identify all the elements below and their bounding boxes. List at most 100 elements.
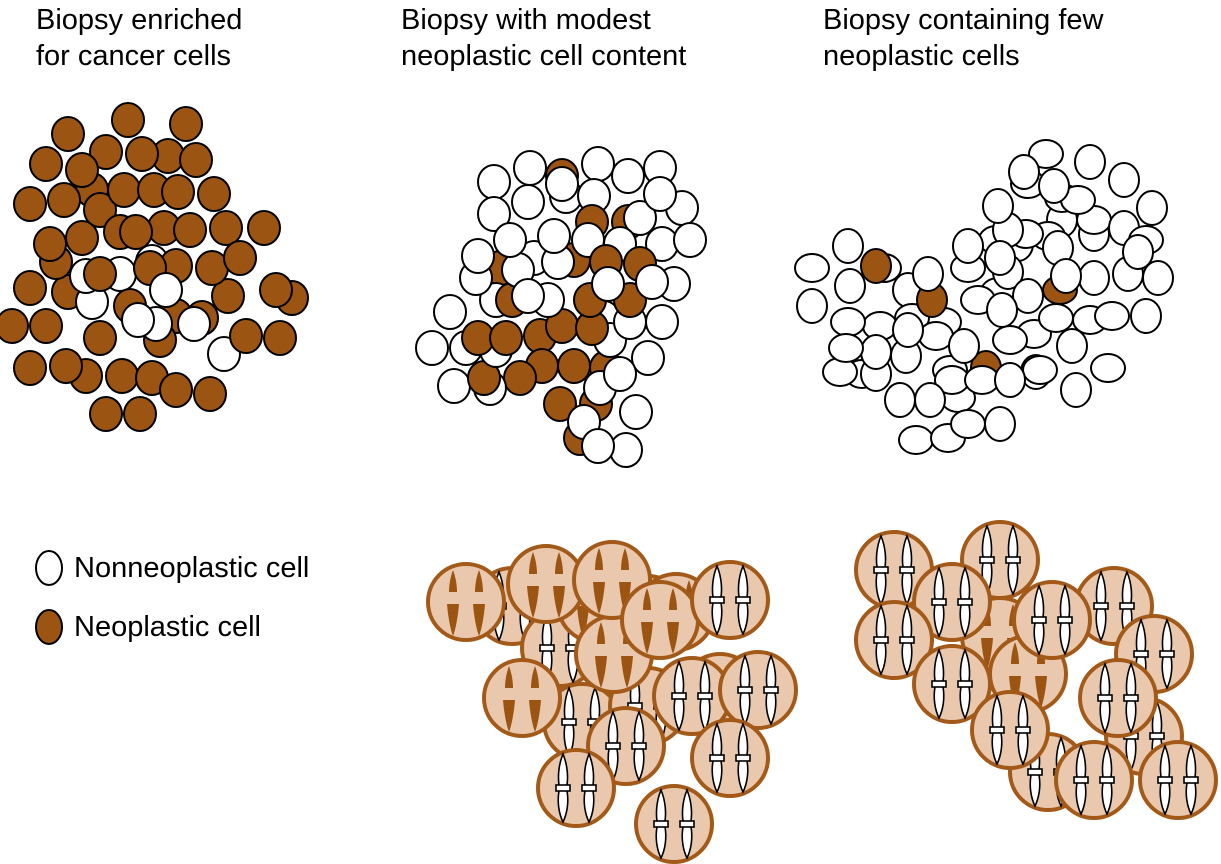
centromere-icon xyxy=(709,754,725,762)
nonneoplastic-cell xyxy=(984,406,1016,442)
neoplastic-cell xyxy=(29,146,63,182)
neoplastic-cell xyxy=(197,176,231,212)
nonneoplastic-cell xyxy=(461,238,495,274)
mitotic-cell-normal xyxy=(970,690,1050,770)
centromere-icon xyxy=(1183,776,1199,784)
neoplastic-cell xyxy=(503,360,537,396)
cluster-panel-2 xyxy=(415,146,707,468)
panel-title-line: neoplastic cell content xyxy=(401,40,687,72)
neoplastic-cell xyxy=(29,308,63,344)
centromere-icon xyxy=(1027,768,1043,776)
chromatid-top-icon xyxy=(529,552,537,574)
nonneoplastic-cell xyxy=(834,268,866,304)
chromatid-top-icon xyxy=(643,588,651,610)
nonneoplastic-cell xyxy=(1074,144,1106,180)
top-cell-clusters xyxy=(0,102,1174,468)
nonneoplastic-cell xyxy=(984,240,1016,276)
mitotic-cell-normal xyxy=(854,600,934,680)
nonneoplastic-cell xyxy=(1008,154,1040,190)
nonneoplastic-cell xyxy=(828,333,864,363)
chromatid-bottom-icon xyxy=(473,604,485,636)
cell-body xyxy=(426,562,506,642)
centromere-icon xyxy=(899,566,915,574)
chromatid-top-icon xyxy=(595,548,603,570)
nonneoplastic-cell xyxy=(794,253,830,283)
cell-body xyxy=(718,650,798,730)
nonneoplastic-cell xyxy=(673,222,707,258)
centromere-icon xyxy=(737,686,753,694)
centromere-icon xyxy=(697,692,713,700)
neoplastic-cell xyxy=(543,386,577,422)
mitotic-cluster-2 xyxy=(854,520,1218,820)
neoplastic-cell xyxy=(161,174,195,210)
neoplastic-cell xyxy=(247,210,281,246)
neoplastic-cell xyxy=(119,214,153,250)
panel-title-line: Biopsy enriched xyxy=(36,4,243,36)
neoplastic-cell xyxy=(13,270,47,306)
neoplastic-cell xyxy=(83,320,117,356)
centromere-icon xyxy=(735,596,751,604)
nonneoplastic-cell xyxy=(581,428,615,464)
chromatid-bottom-icon xyxy=(447,604,459,636)
chromatid-bottom-icon xyxy=(1035,676,1047,708)
nonneoplastic-cell xyxy=(437,368,471,404)
neoplastic-cell xyxy=(193,376,227,412)
chromatid-bottom-icon xyxy=(621,656,633,688)
centromere-icon xyxy=(555,784,571,792)
chromatid-bottom-icon xyxy=(593,582,605,614)
nonneoplastic-cell xyxy=(918,321,954,351)
nonneoplastic-cell xyxy=(603,356,637,392)
nonneoplastic-cell xyxy=(635,264,669,300)
chromatid-bottom-icon xyxy=(595,656,607,688)
chromatid-top-icon xyxy=(449,570,457,592)
neoplastic-cell xyxy=(179,142,213,178)
nonneoplastic-cell xyxy=(415,330,449,366)
centromere-icon xyxy=(957,680,973,688)
panel-title-few: Biopsy containing few neoplastic cells xyxy=(823,2,1104,74)
nonneoplastic-cell xyxy=(591,266,625,302)
centromere-icon xyxy=(1099,776,1115,784)
mitotic-cell-normal xyxy=(1138,740,1218,820)
panel-title-line: neoplastic cells xyxy=(823,40,1020,72)
centromere-icon xyxy=(631,742,647,750)
centromere-icon xyxy=(735,754,751,762)
nonneoplastic-cell xyxy=(1130,298,1162,334)
neoplastic-cell xyxy=(107,172,141,208)
centromere-icon xyxy=(1031,616,1047,624)
neoplastic-cell xyxy=(105,358,139,394)
nonneoplastic-cell xyxy=(948,328,980,364)
nonneoplastic-cell xyxy=(1060,372,1092,408)
cell-body xyxy=(912,644,992,724)
centromere-icon xyxy=(671,692,687,700)
neoplastic-cell xyxy=(173,212,207,248)
nonneoplastic-cell xyxy=(994,362,1026,398)
mitotic-cluster-1 xyxy=(426,540,798,864)
cluster-panel-1 xyxy=(0,102,309,432)
panel-title-enriched: Biopsy enriched for cancer cells xyxy=(36,2,242,74)
cell-body xyxy=(536,748,616,828)
mitotic-cell-normal xyxy=(536,748,616,828)
neoplastic-cell xyxy=(209,210,243,246)
centromere-icon xyxy=(979,556,995,564)
neoplastic-cell xyxy=(89,396,123,432)
nonneoplastic-cell xyxy=(545,166,579,202)
nonneoplastic-cell xyxy=(950,409,986,439)
cell-body xyxy=(912,562,992,642)
mitotic-cell-clusters xyxy=(426,520,1218,864)
centromere-icon xyxy=(1119,602,1135,610)
centromere-icon xyxy=(1057,616,1073,624)
panel-title-modest: Biopsy with modest neoplastic cell conte… xyxy=(401,2,686,74)
centromere-icon xyxy=(1133,650,1149,658)
chromatid-bottom-icon xyxy=(577,606,589,638)
neoplastic-cell xyxy=(229,318,263,354)
nonneoplastic-cell xyxy=(1122,234,1154,270)
nonneoplastic-cell xyxy=(1142,260,1174,296)
nonneoplastic-cell xyxy=(1038,168,1070,204)
neoplastic-cell xyxy=(65,220,99,256)
neoplastic-cell xyxy=(111,102,145,138)
centromere-icon xyxy=(989,726,1005,734)
mitotic-cell-normal xyxy=(718,650,798,730)
nonneoplastic-cell xyxy=(1108,162,1140,198)
chromatid-bottom-icon xyxy=(641,622,653,654)
